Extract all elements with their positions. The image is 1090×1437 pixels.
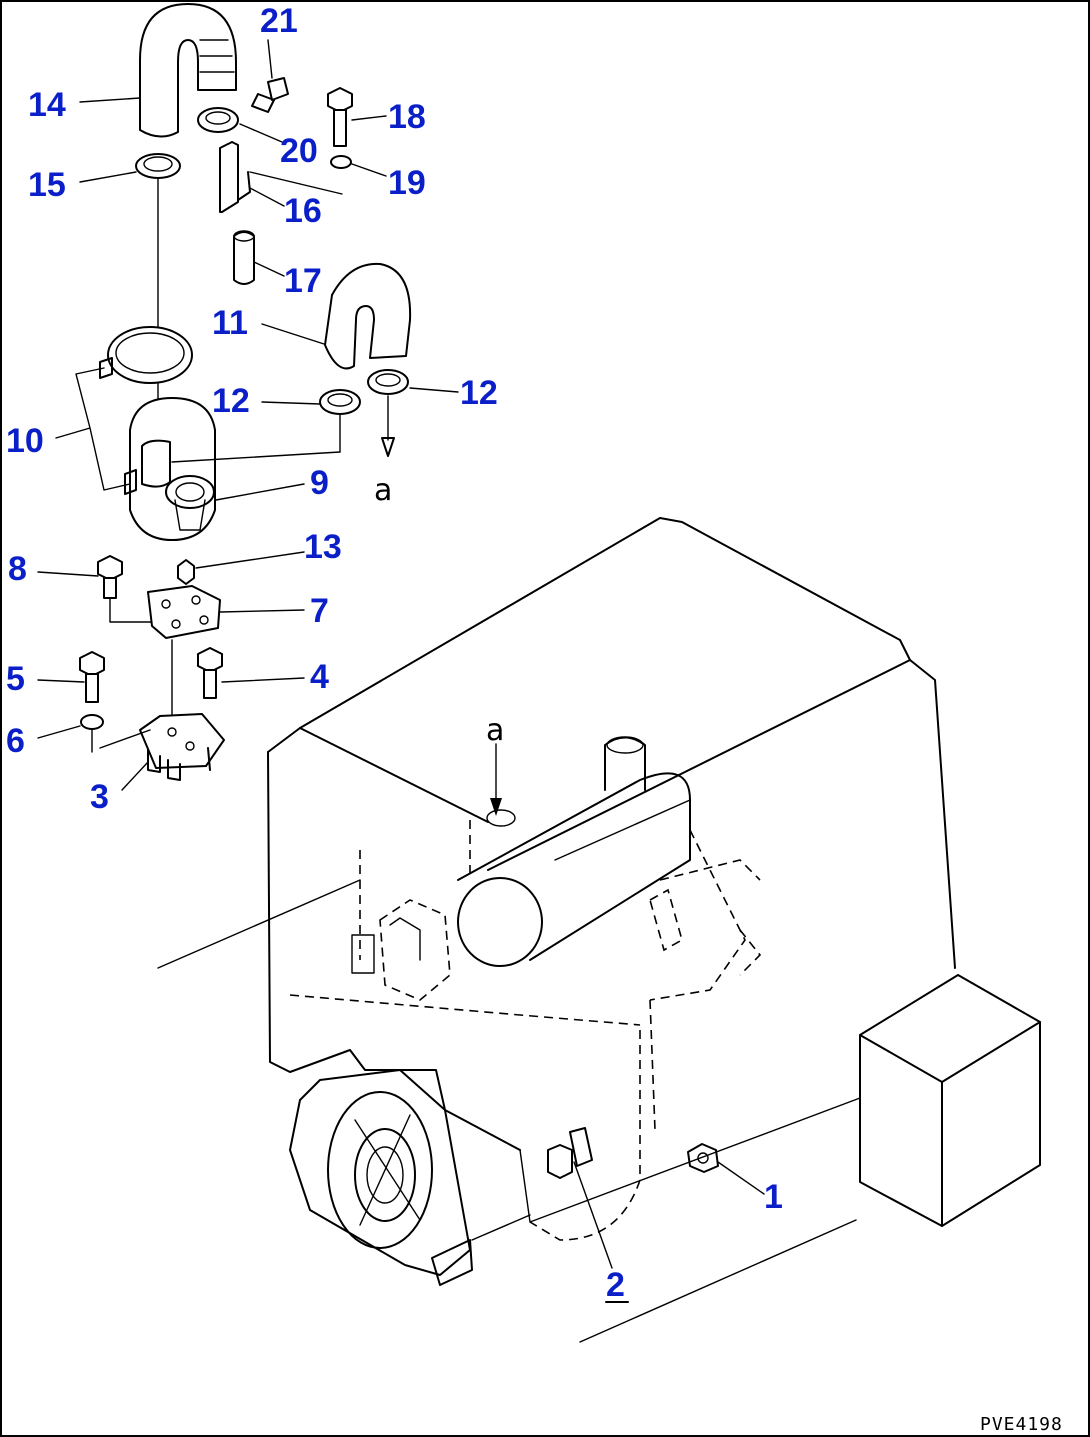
callout-12-left: 12	[212, 382, 250, 420]
callout-12-right: 12	[460, 374, 498, 412]
bolt-4	[197, 647, 223, 699]
callout-2: 2	[606, 1266, 625, 1304]
washer-6	[80, 714, 104, 753]
engine-body	[157, 517, 1041, 1343]
ref-mark-lower: a	[486, 713, 504, 748]
leader-10	[55, 367, 131, 491]
bolt-18	[327, 87, 353, 147]
plug-21	[251, 77, 289, 113]
clamp-20	[197, 107, 239, 133]
callout-8: 8	[8, 550, 27, 588]
callout-16: 16	[284, 192, 322, 230]
drawing-code: PVE4198	[980, 1414, 1063, 1435]
callout-5: 5	[6, 660, 25, 698]
callout-3: 3	[90, 778, 109, 816]
spacer-17	[233, 230, 255, 285]
callout-6: 6	[6, 722, 25, 760]
callout-15: 15	[28, 166, 66, 204]
clamp-12-right	[367, 369, 409, 457]
washer-19	[330, 155, 352, 169]
callout-9: 9	[310, 464, 329, 502]
ref-mark-upper: a	[374, 473, 392, 508]
callout-4: 4	[310, 658, 329, 696]
plug-13	[177, 559, 195, 585]
clamp-12-left	[319, 389, 361, 415]
bracket-3	[99, 713, 225, 781]
bolt-5	[79, 651, 105, 703]
callout-13: 13	[304, 528, 342, 566]
leader-lines	[37, 39, 459, 791]
callout-20: 20	[280, 132, 318, 170]
callout-19: 19	[388, 164, 426, 202]
callout-18: 18	[388, 98, 426, 136]
thermostat-housing-9	[124, 397, 341, 541]
bolt-8	[97, 555, 157, 623]
callout-1: 1	[764, 1178, 783, 1216]
hose-upper	[139, 3, 237, 138]
callout-17: 17	[284, 262, 322, 300]
bracket-16	[219, 141, 343, 213]
ref-arrow-lower	[490, 743, 502, 816]
callout-14: 14	[28, 86, 66, 124]
plate-7	[147, 585, 221, 715]
callout-7: 7	[310, 592, 329, 630]
leader-1	[717, 1161, 765, 1195]
hose-11	[324, 262, 412, 370]
clamp-top	[135, 153, 181, 441]
callout-21: 21	[260, 2, 298, 40]
callout-10: 10	[6, 422, 44, 460]
callout-11: 11	[212, 304, 248, 342]
band-clamp-10	[99, 326, 193, 384]
leader-2	[573, 1161, 613, 1269]
